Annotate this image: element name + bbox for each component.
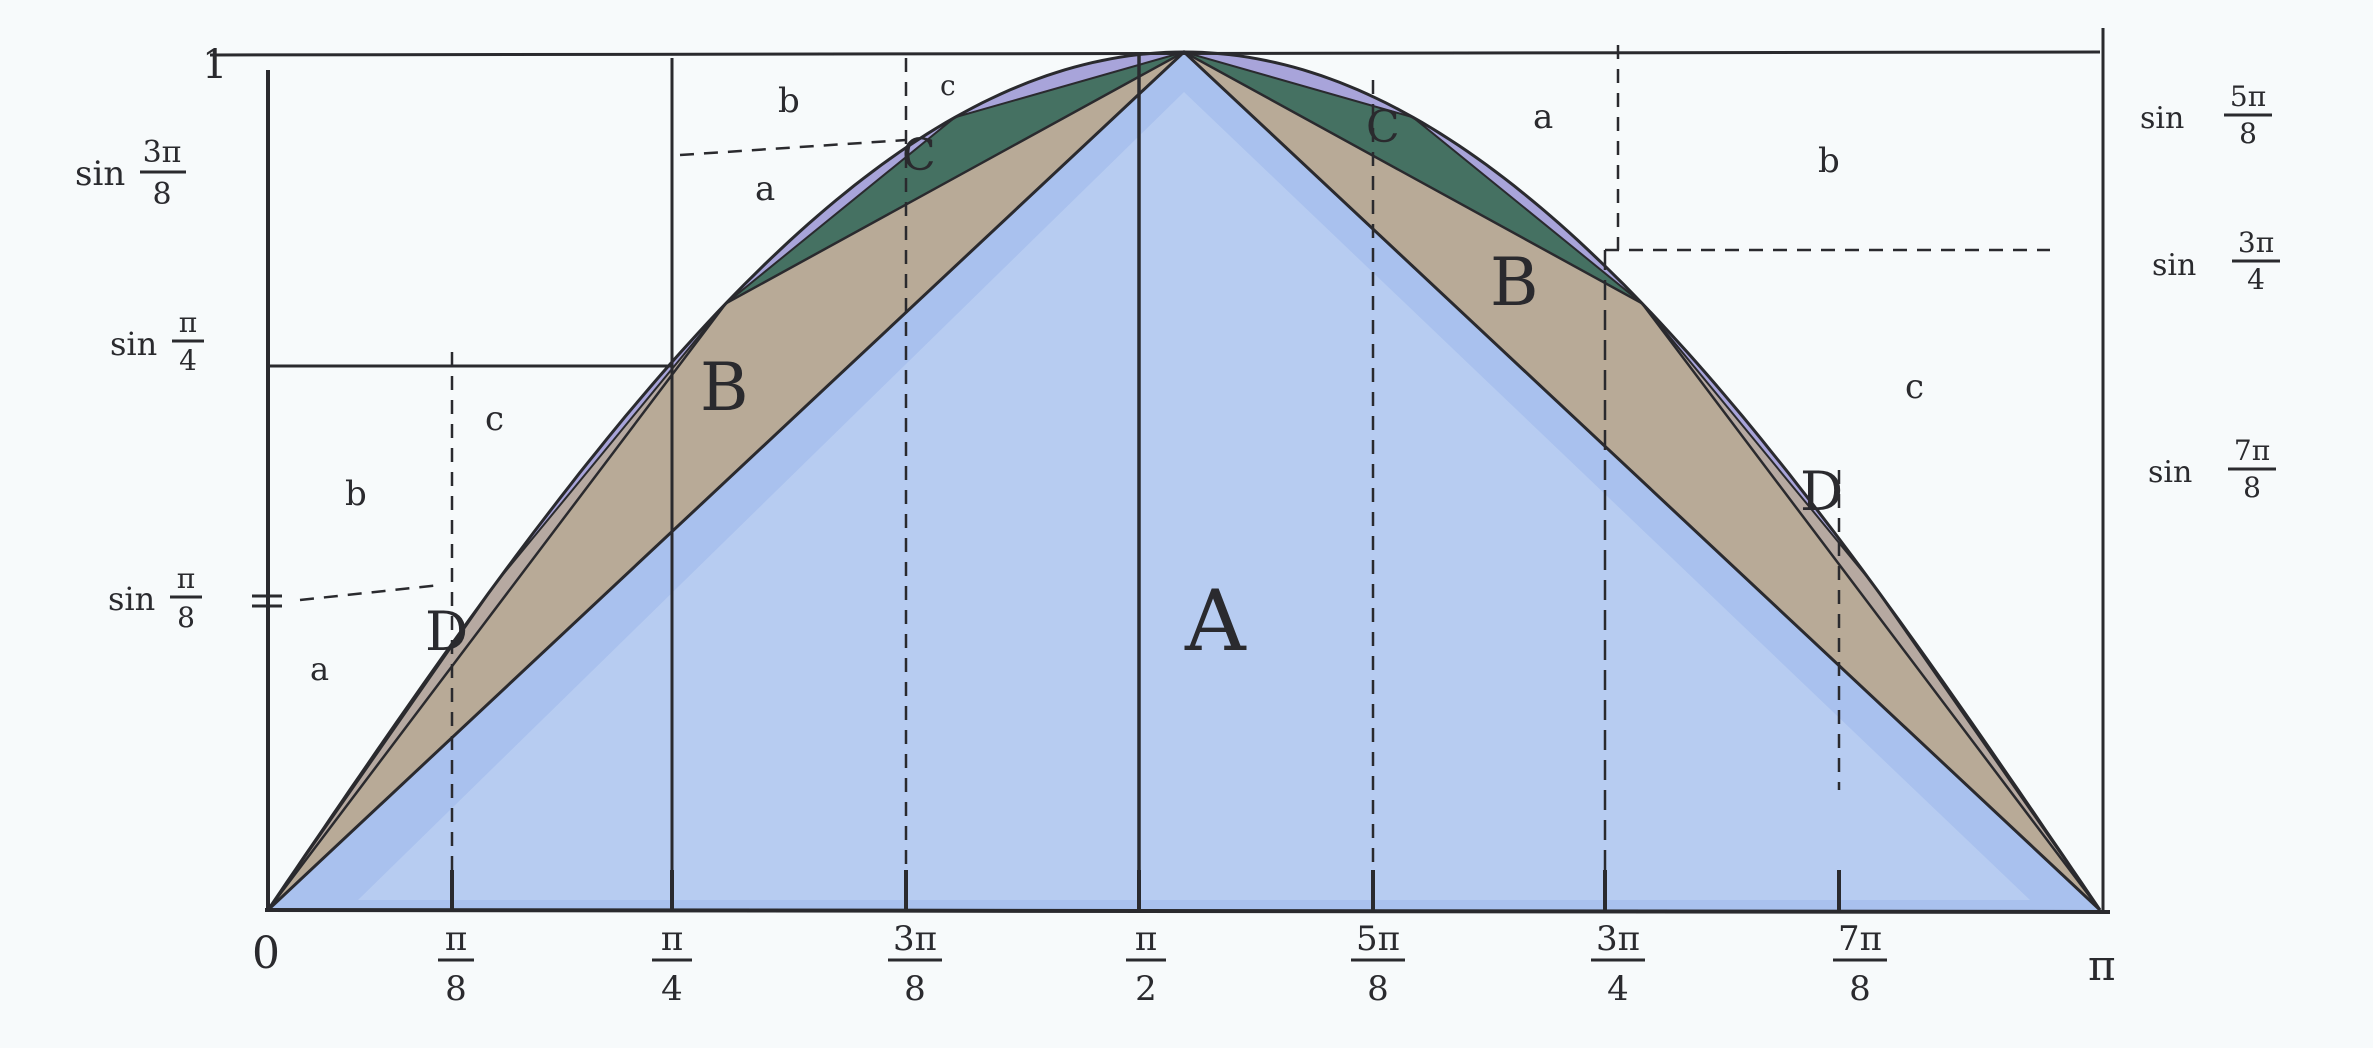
label-5pi-8-den: 8 [1367, 969, 1389, 1009]
label-sin-pi-8-fn: sin [108, 580, 155, 618]
label-3pi-8-den: 8 [904, 969, 926, 1009]
label-region-c-left: C [902, 130, 936, 181]
label-cell-right-a: a [1533, 97, 1553, 137]
label-sin-3pi-8-den: 8 [152, 177, 171, 212]
x-ticks [450, 870, 1841, 910]
label-pi-8: π 8 [438, 919, 474, 1009]
label-cell-top-a: a [755, 169, 775, 209]
label-sin-pi-4: sin π 4 [110, 306, 204, 377]
x-axis [264, 908, 2111, 914]
label-sin-3pi-8-fn: sin [75, 154, 125, 194]
label-pi-8-den: 8 [445, 969, 467, 1009]
label-origin: 0 [252, 928, 280, 979]
label-sin-pi-4-fn: sin [110, 325, 157, 363]
label-sin-3pi-8: sin 3π 8 [75, 135, 186, 212]
label-sin-7pi-8: sin 7π 8 [2148, 434, 2276, 504]
label-5pi-8: 5π 8 [1351, 919, 1405, 1009]
label-7pi-8: 7π 8 [1833, 919, 1887, 1009]
dash-sin-3pi-8-top [679, 138, 907, 157]
label-sin-7pi-8-num: 7π [2234, 434, 2270, 467]
label-cell-top-c: c [940, 69, 956, 102]
label-region-b-right: B [1490, 244, 1539, 321]
label-region-d-right: D [1800, 460, 1843, 523]
label-sin-pi-4-num: π [179, 306, 197, 339]
label-pi-4-den: 4 [661, 969, 683, 1009]
label-sin-3pi-4-den: 4 [2247, 263, 2265, 296]
label-cell-right-b: b [1818, 141, 1840, 181]
label-pi-2-den: 2 [1135, 969, 1157, 1009]
label-pi-8-num: π [445, 919, 467, 959]
label-region-a: A [1184, 572, 1247, 670]
label-sin-3pi-4: sin 3π 4 [2152, 226, 2280, 296]
label-sin-3pi-4-fn: sin [2152, 248, 2196, 283]
label-cell-left-a: a [310, 650, 329, 688]
label-sin-pi-8-num: π [177, 562, 195, 595]
label-region-d-left: D [425, 600, 468, 663]
label-sin-7pi-8-fn: sin [2148, 455, 2192, 490]
label-pi-2-num: π [1135, 919, 1157, 959]
label-sin-5pi-8-num: 5π [2230, 80, 2266, 113]
label-cell-right-c: c [1905, 367, 1924, 407]
label-pi-2: π 2 [1126, 919, 1166, 1009]
label-region-c-right: C [1366, 102, 1400, 153]
region-a-shading [358, 92, 2030, 900]
label-cell-top-b: b [778, 81, 800, 121]
label-one: 1 [202, 42, 227, 88]
label-sin-pi-8-den: 8 [177, 601, 195, 634]
label-pi-4: π 4 [652, 919, 692, 1009]
label-7pi-8-num: 7π [1838, 919, 1882, 959]
label-5pi-8-num: 5π [1356, 919, 1400, 959]
label-3pi-4-num: 3π [1596, 919, 1640, 959]
label-3pi-8: 3π 8 [888, 919, 942, 1009]
label-region-b-left: B [700, 349, 749, 426]
label-7pi-8-den: 8 [1849, 969, 1871, 1009]
label-3pi-4: 3π 4 [1591, 919, 1645, 1009]
label-pi: π [2088, 941, 2116, 990]
label-sin-3pi-8-num: 3π [143, 135, 182, 170]
label-3pi-4-den: 4 [1607, 969, 1629, 1009]
label-cell-left-b: b [345, 474, 367, 514]
label-pi-4-num: π [661, 919, 683, 959]
label-sin-5pi-8: sin 5π 8 [2140, 80, 2272, 150]
label-sin-3pi-4-num: 3π [2238, 226, 2274, 259]
label-sin-5pi-8-den: 8 [2239, 117, 2257, 150]
label-sin-5pi-8-fn: sin [2140, 101, 2184, 136]
grid-lines [268, 45, 2050, 910]
sine-curve [266, 50, 2102, 911]
label-cell-left-c: c [485, 399, 504, 439]
label-sin-pi-8: sin π 8 [108, 562, 202, 634]
label-3pi-8-num: 3π [893, 919, 937, 959]
label-sin-7pi-8-den: 8 [2243, 471, 2261, 504]
label-sin-pi-4-den: 4 [179, 344, 197, 377]
